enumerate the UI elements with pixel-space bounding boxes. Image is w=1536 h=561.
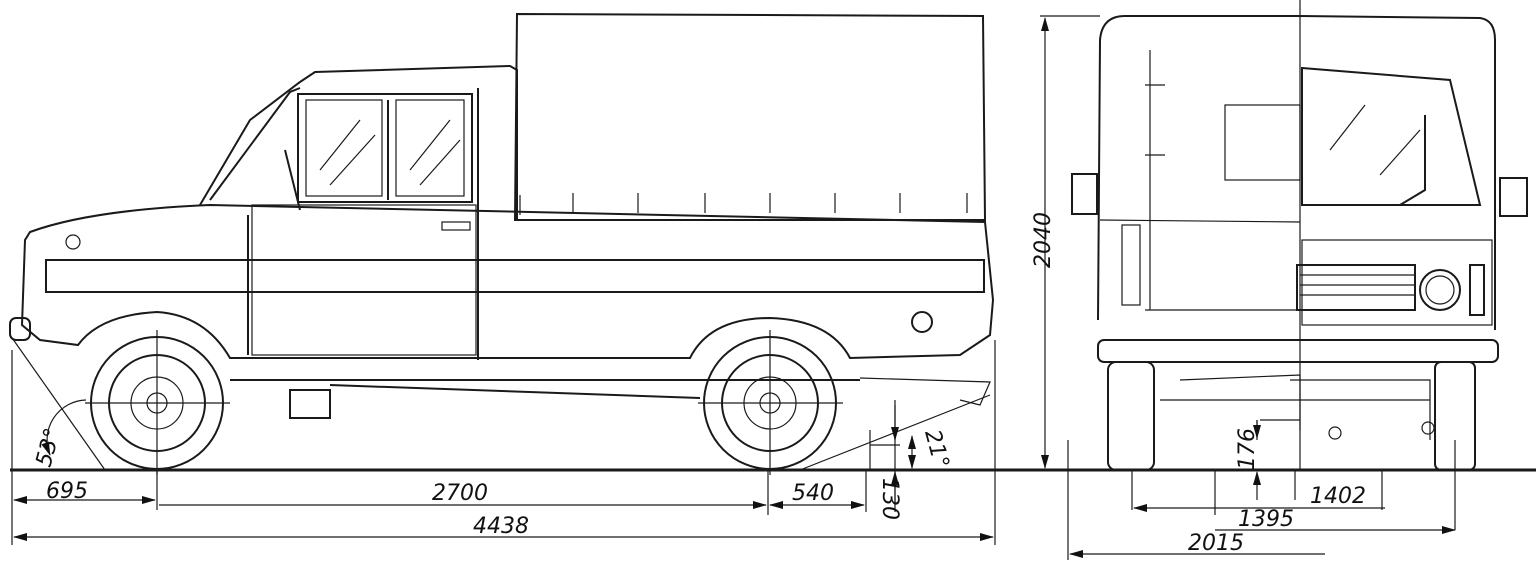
indicator-light (1469, 264, 1485, 316)
left-mirror (1071, 173, 1098, 215)
tail-light (1121, 224, 1141, 306)
dim-overall-width: 2015 (1188, 531, 1244, 556)
dim-overall-length: 4438 (473, 514, 529, 539)
rear-wheel (698, 330, 843, 475)
front-rear-view (1071, 0, 1528, 471)
canopy (513, 12, 987, 221)
canopy-fasteners (519, 193, 968, 215)
front-cab-outline (1299, 15, 1496, 330)
dim-rear-track: 1395 (1238, 507, 1294, 532)
tow-hitch (859, 377, 991, 406)
dim-rear-clearance: 130 (877, 478, 902, 520)
dim-front-overhang: 695 (46, 479, 88, 504)
front-wheel (85, 330, 230, 475)
dim-ground-clearance: 176 (1235, 428, 1260, 470)
body-side (20, 203, 995, 360)
windshield (209, 87, 301, 201)
approach-angle-line (9, 334, 106, 471)
grille (1296, 264, 1416, 311)
rear-window (1224, 104, 1301, 181)
side-dimensions: 695 2700 540 4438 130 21° 53° (11, 340, 996, 545)
side-window (297, 93, 473, 203)
front-dimensions: 2040 176 1402 1395 2015 (1031, 15, 1456, 560)
side-view (9, 12, 995, 512)
dim-departure-angle: 21° (919, 427, 953, 471)
dim-rear-overhang: 540 (792, 481, 834, 506)
dim-overall-height: 2040 (1031, 212, 1056, 268)
door-edges (247, 88, 479, 360)
rear-tyre (1107, 361, 1155, 471)
cab-roof (199, 64, 518, 220)
right-mirror (1499, 177, 1528, 217)
headlight (1419, 269, 1461, 311)
dim-front-track: 1402 (1310, 484, 1366, 509)
wiper (284, 149, 301, 211)
dim-wheelbase: 2700 (432, 481, 488, 506)
bumper-front-rear (1097, 339, 1499, 363)
dim-approach-angle: 53° (32, 425, 66, 469)
door (251, 204, 477, 356)
front-windshield (1301, 66, 1482, 206)
fuel-cap (911, 311, 933, 333)
bumper (9, 317, 31, 341)
chassis (230, 379, 860, 419)
rear-canopy-outline (1097, 15, 1300, 321)
door-handle[interactable] (441, 221, 471, 231)
front-wiper (1399, 115, 1426, 206)
side-stripe (45, 259, 985, 293)
